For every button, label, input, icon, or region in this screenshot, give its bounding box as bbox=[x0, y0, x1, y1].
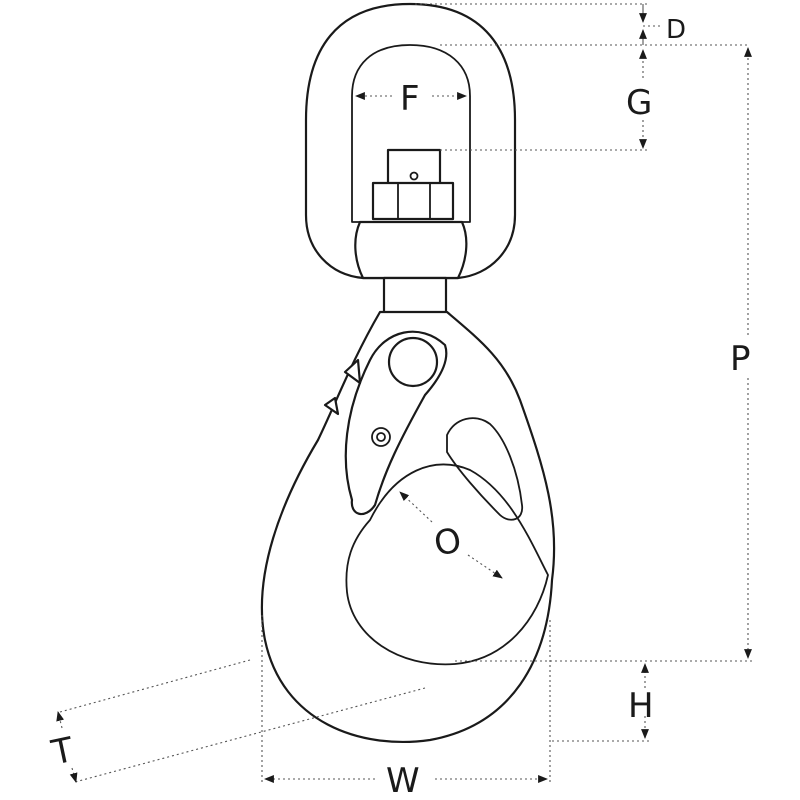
label-w: W bbox=[386, 761, 420, 800]
label-h: H bbox=[628, 686, 654, 726]
dimension-h bbox=[552, 663, 650, 742]
dimension-o bbox=[399, 491, 503, 579]
label-t: T bbox=[47, 730, 77, 774]
dimension-g bbox=[440, 49, 650, 151]
hook-shank bbox=[382, 276, 448, 317]
dimension-t bbox=[56, 659, 426, 783]
swivel-eye bbox=[304, 2, 517, 280]
label-f: F bbox=[400, 79, 420, 119]
label-d: D bbox=[666, 15, 686, 45]
dimension-p bbox=[455, 47, 752, 662]
dimension-d bbox=[415, 3, 750, 46]
dimension-w bbox=[261, 615, 551, 785]
swivel-nut bbox=[371, 148, 455, 221]
label-p: P bbox=[730, 339, 751, 379]
label-g: G bbox=[626, 83, 652, 123]
swivel-collar bbox=[354, 220, 468, 280]
hook-body bbox=[260, 310, 556, 744]
